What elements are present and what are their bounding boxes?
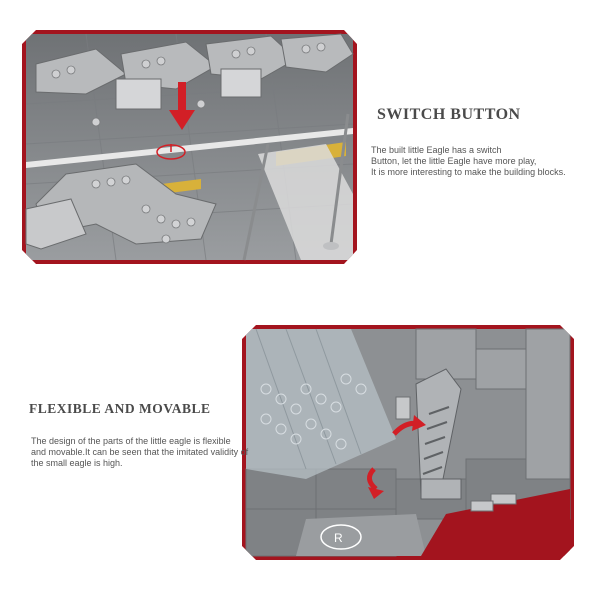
description-line: Button, let the little Eagle have more p… [371, 156, 537, 166]
down-arrow-icon [169, 82, 195, 130]
switch-button-photo [22, 30, 357, 264]
switch-button-heading: SWITCH BUTTON [377, 106, 521, 123]
lego-hangar-ladder-icon: R [242, 325, 574, 560]
description-line: The built little Eagle has a switch [371, 145, 502, 155]
flexible-movable-description: The design of the parts of the little ea… [31, 436, 248, 469]
description-line: and movable.It can be seen that the imit… [31, 447, 249, 457]
description-line: The design of the parts of the little ea… [31, 436, 231, 446]
switch-button-description: The built little Eagle has a switch Butt… [371, 145, 566, 178]
flexible-movable-photo: R [242, 325, 574, 560]
lego-deck-fighters-icon [22, 30, 357, 264]
description-line: the small eagle is high. [31, 458, 123, 468]
deck-marking: R [334, 531, 343, 545]
description-line: It is more interesting to make the build… [371, 167, 566, 177]
flexible-movable-heading: FLEXIBLE AND MOVABLE [29, 401, 211, 416]
